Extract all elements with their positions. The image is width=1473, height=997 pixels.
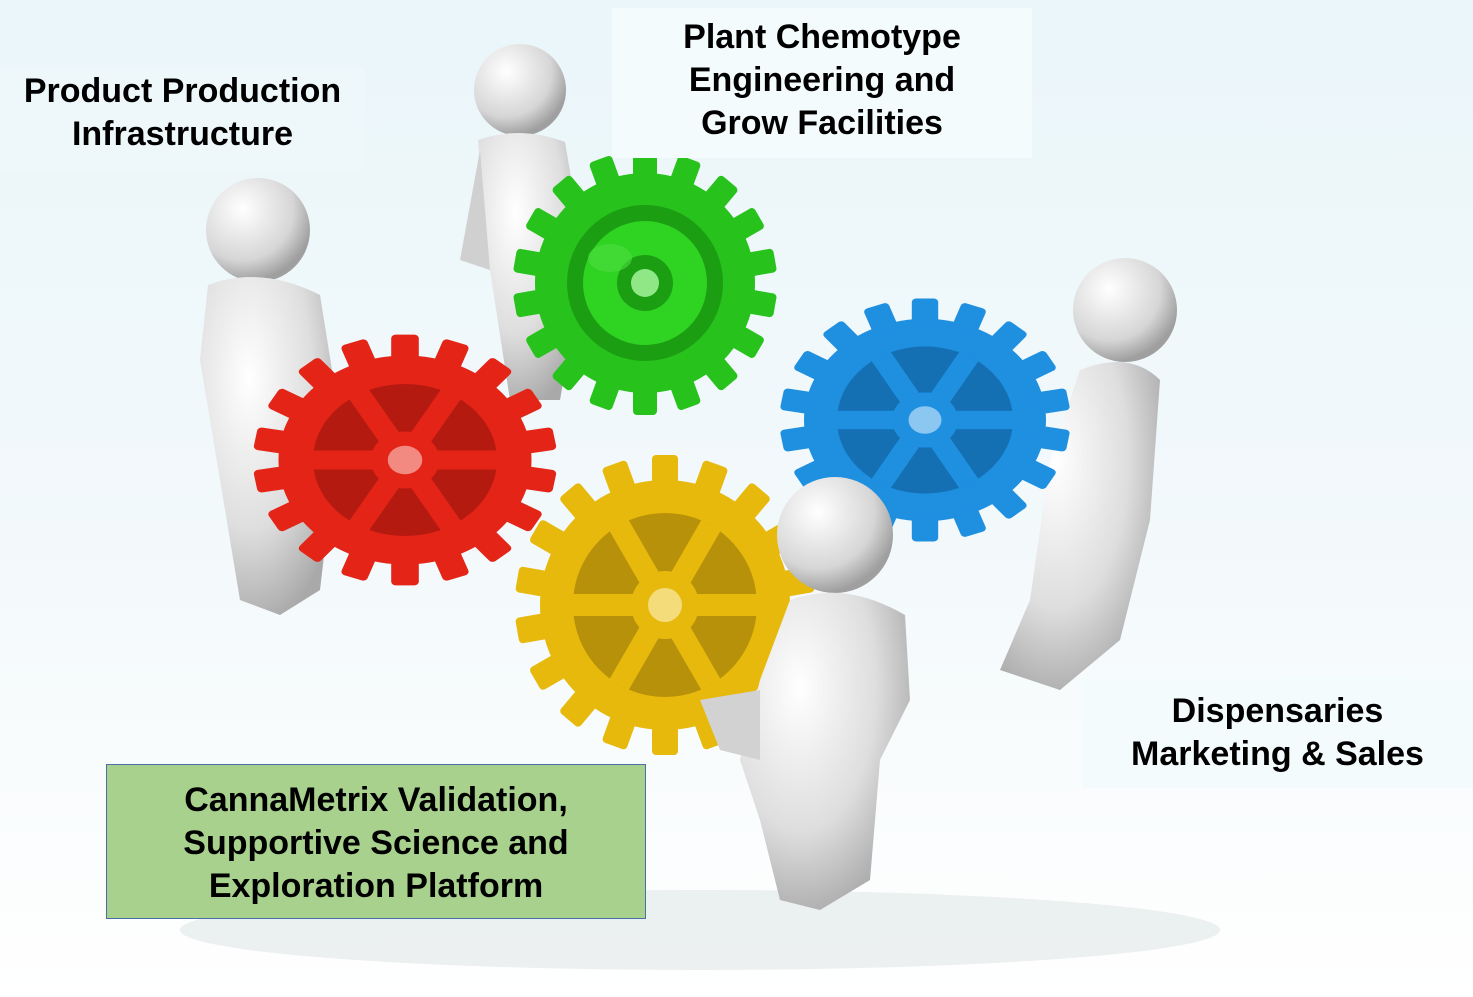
label-line: Exploration Platform [208, 867, 544, 905]
label-line: Marketing & Sales [1131, 735, 1424, 773]
label-product-production: Product Production Infrastructure [0, 68, 365, 170]
blue-gear-icon [780, 298, 1070, 542]
label-line: Infrastructure [71, 115, 294, 153]
label-line: Supportive Science and [183, 824, 569, 862]
label-line: Plant Chemotype [683, 18, 961, 56]
green-gear-icon [513, 151, 777, 415]
red-gear-icon [253, 334, 557, 586]
label-line: Product Production [23, 72, 342, 110]
figure-right-icon [1000, 258, 1177, 690]
label-plant-chemotype: Plant Chemotype Engineering and Grow Fac… [612, 8, 1032, 158]
label-line: Dispensaries [1171, 692, 1384, 730]
label-cannametrix-box: CannaMetrix Validation, Supportive Scien… [106, 764, 646, 919]
label-line: Engineering and [688, 61, 956, 99]
figure-front-icon [700, 477, 910, 910]
label-line: CannaMetrix Validation, [184, 781, 568, 819]
label-dispensaries: Dispensaries Marketing & Sales [1082, 678, 1473, 788]
label-line: Grow Facilities [701, 104, 943, 142]
